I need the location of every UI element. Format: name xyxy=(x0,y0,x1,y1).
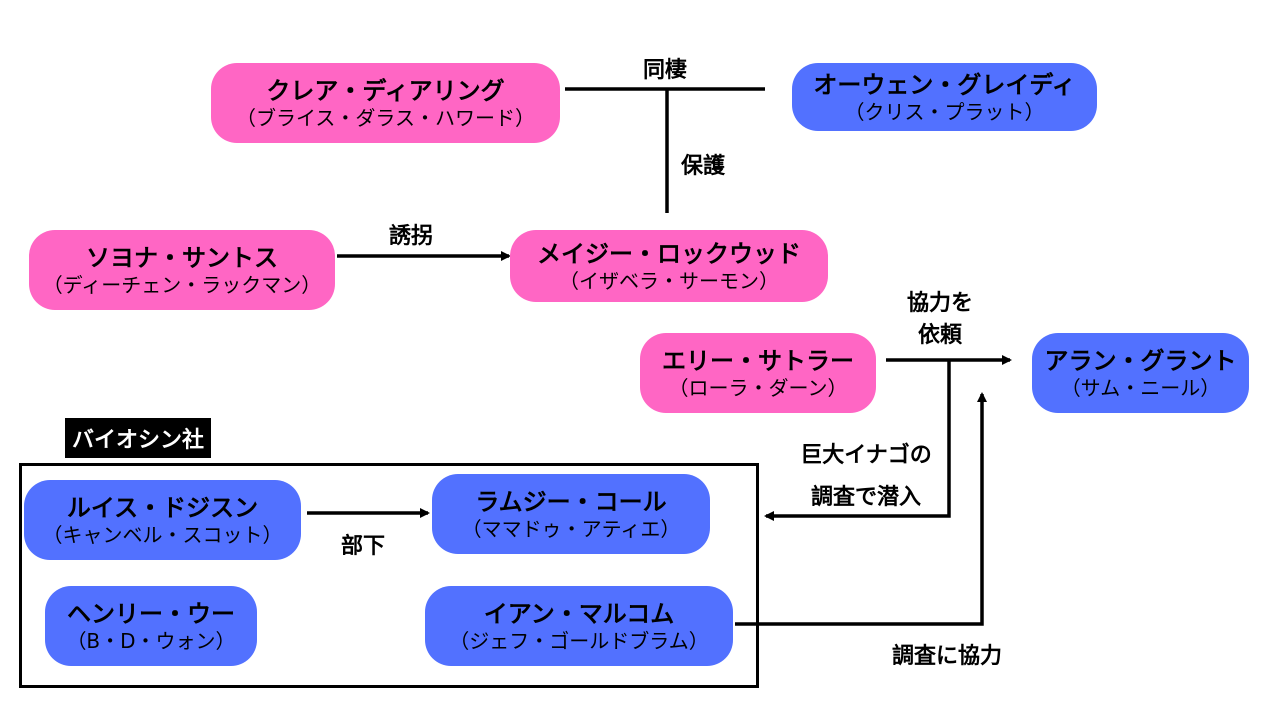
node-name: ソヨナ・サントス xyxy=(86,243,278,272)
node-owen: オーウェン・グレイディ （クリス・プラット） xyxy=(792,63,1097,131)
node-actor: （ジェフ・ゴールドブラム） xyxy=(449,628,709,653)
node-maisie: メイジー・ロックウッド （イザベラ・サーモン） xyxy=(510,230,828,302)
node-actor: （イザベラ・サーモン） xyxy=(559,268,779,293)
label-investigate-help: 調査に協力 xyxy=(892,644,1003,669)
node-name: ヘンリー・ウー xyxy=(67,599,235,628)
label-subordinate: 部下 xyxy=(341,534,386,559)
label-infiltrate-line2: 調査で潜入 xyxy=(810,485,921,510)
node-alan: アラン・グラント （サム・ニール） xyxy=(1032,333,1249,413)
node-name: クレア・ディアリング xyxy=(266,76,505,105)
node-name: ラムジー・コール xyxy=(475,487,667,516)
node-name: エリー・サトラー xyxy=(662,346,854,375)
node-actor: （ディーチェン・ラックマン） xyxy=(42,272,322,297)
node-actor: （ママドゥ・アティエ） xyxy=(461,516,681,541)
node-henry: ヘンリー・ウー （B・D・ウォン） xyxy=(45,586,257,666)
label-infiltrate: 巨大イナゴの 調査で潜入 xyxy=(786,435,946,519)
node-actor: （クリス・プラット） xyxy=(844,99,1045,124)
investigate-help-arrow xyxy=(735,392,987,626)
node-actor: （キャンベル・スコット） xyxy=(42,522,283,547)
label-protect: 保護 xyxy=(681,154,726,179)
node-name: ルイス・ドジスン xyxy=(66,493,259,522)
label-request: 協力を 依頼 xyxy=(905,288,975,352)
node-ellie: エリー・サトラー （ローラ・ダーン） xyxy=(640,333,876,413)
node-lewis: ルイス・ドジスン （キャンベル・スコット） xyxy=(24,480,301,560)
node-actor: （サム・ニール） xyxy=(1060,375,1221,400)
node-name: メイジー・ロックウッド xyxy=(537,239,801,268)
node-name: イアン・マルコム xyxy=(483,599,675,628)
node-name: オーウェン・グレイディ xyxy=(813,70,1076,99)
company-frame xyxy=(19,463,759,688)
label-request-line1: 協力を xyxy=(906,291,973,316)
node-actor: （ブライス・ダラス・ハワード） xyxy=(236,105,535,130)
label-request-line2: 依頼 xyxy=(917,323,962,348)
label-cohabit: 同棲 xyxy=(643,58,688,83)
node-ramsay: ラムジー・コール （ママドゥ・アティエ） xyxy=(432,474,710,554)
node-ian: イアン・マルコム （ジェフ・ゴールドブラム） xyxy=(425,586,733,666)
node-claire: クレア・ディアリング （ブライス・ダラス・ハワード） xyxy=(211,63,560,143)
node-soyona: ソヨナ・サントス （ディーチェン・ラックマン） xyxy=(29,230,335,310)
label-infiltrate-line1: 巨大イナゴの xyxy=(800,443,932,468)
infiltrate-arrow xyxy=(764,360,951,521)
label-kidnap: 誘拐 xyxy=(389,224,434,249)
node-name: アラン・グラント xyxy=(1044,346,1237,375)
node-actor: （ローラ・ダーン） xyxy=(668,375,848,400)
company-title: バイオシン社 xyxy=(65,418,212,458)
node-actor: （B・D・ウォン） xyxy=(66,628,236,653)
